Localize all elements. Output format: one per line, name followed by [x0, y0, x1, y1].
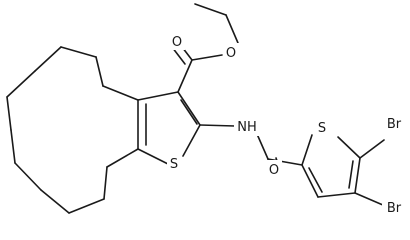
svg-text:O: O: [269, 163, 279, 178]
atom-label-bromine-lower: Br: [382, 198, 406, 216]
svg-text:NH: NH: [237, 120, 257, 135]
atom-label-amide-nh: NH: [234, 118, 260, 136]
chemical-structure: S NH O O O S Br Br: [6, 3, 406, 216]
structure-canvas: S NH O O O S Br Br: [6, 3, 406, 216]
svg-text:Br: Br: [387, 201, 402, 216]
svg-text:S: S: [318, 121, 326, 136]
macrocycle-bonds: [6, 46, 139, 214]
thiophene-ring-bonds: [137, 91, 201, 165]
dibromothiophene-bonds: [301, 134, 385, 206]
ester-bonds: [171, 3, 239, 93]
svg-text:Br: Br: [387, 117, 402, 132]
atom-label-bromine-upper: Br: [382, 114, 406, 132]
svg-text:O: O: [172, 35, 182, 50]
svg-text:S: S: [170, 157, 178, 172]
atom-label-ester-carbonyl-oxygen: O: [169, 32, 185, 50]
atom-label-ring-sulfur: S: [167, 155, 181, 172]
atom-label-ester-ether-oxygen: O: [223, 43, 239, 61]
svg-text:O: O: [226, 46, 236, 61]
atom-label-amide-oxygen: O: [266, 160, 282, 178]
atom-label-thiophene-sulfur: S: [315, 118, 329, 136]
